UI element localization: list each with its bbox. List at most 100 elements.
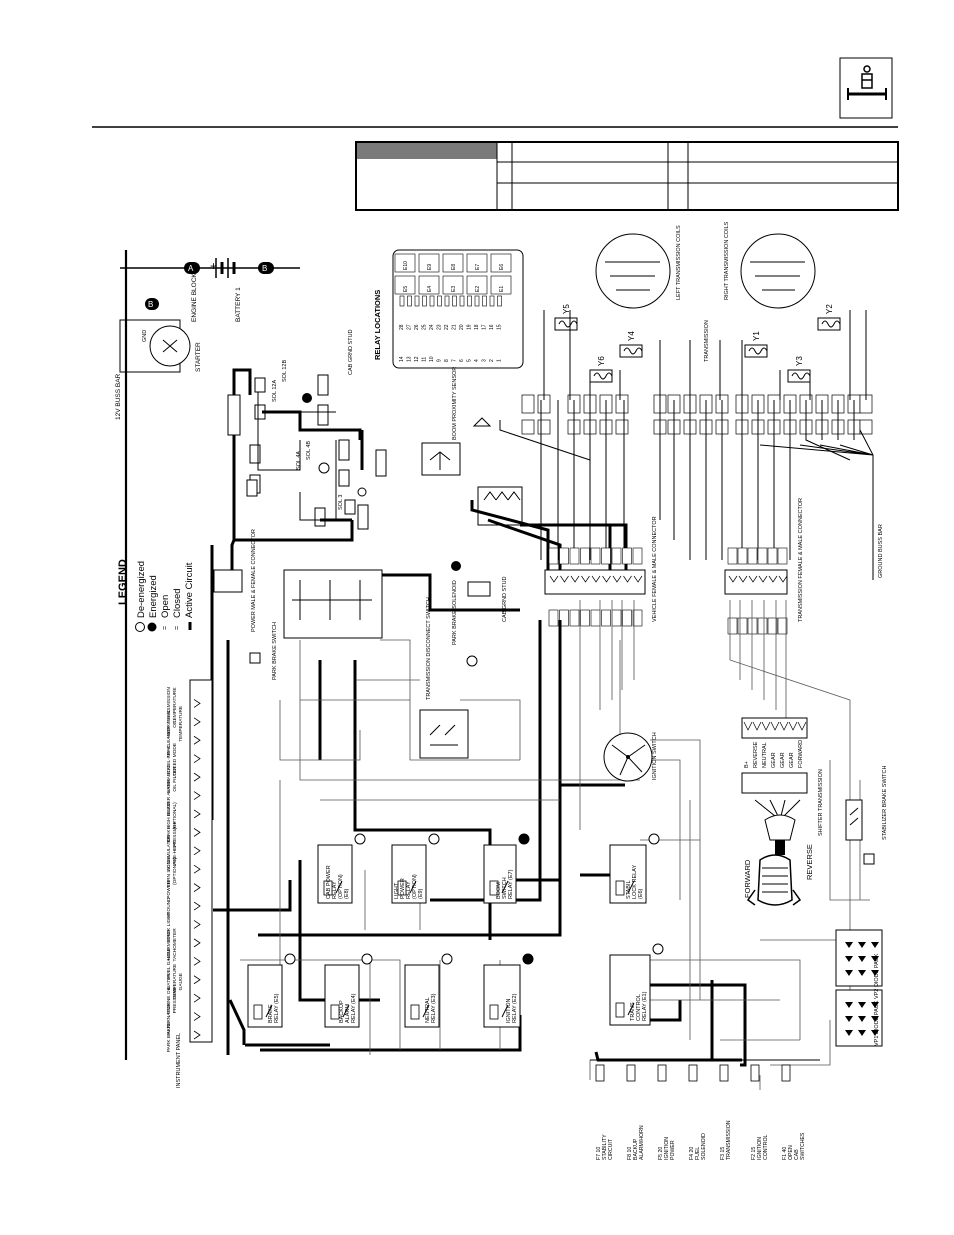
vehicle-wire-tag — [632, 609, 643, 627]
relay-label: CAB POWERRELAY(OPTION)(E8) — [326, 865, 350, 899]
coil-symbol — [744, 344, 768, 358]
svg-text:=: = — [162, 626, 169, 630]
vehicle-pin — [633, 575, 643, 583]
trans-wire-tag — [777, 547, 788, 565]
legend-item: Energized — [148, 575, 159, 618]
fuse-number: 1 — [497, 359, 503, 362]
sol-4a-label: SOL 4A — [296, 451, 302, 470]
trans-pin — [728, 575, 738, 583]
relay-boxes: CAB POWERRELAY(OPTION)(E8)LIGHTPOWERRELA… — [247, 833, 664, 1028]
fuse-number: 6 — [459, 359, 465, 362]
panel-pin — [193, 754, 201, 764]
diode-symbol — [858, 1016, 866, 1022]
vehicle-wire-tag — [632, 547, 643, 565]
fuse-number: 27 — [407, 324, 413, 330]
panel-item-label: HOURMETERTACHOMETER — [166, 928, 178, 962]
transmission-connector: TRANSMISSION FEMALE & MALE CONNECTOR — [724, 498, 804, 635]
engine-block-label: ENGINE BLOCK — [191, 273, 198, 322]
fuse-number: 15 — [497, 324, 503, 330]
diode-symbol — [858, 942, 866, 948]
gear-pin — [797, 721, 807, 731]
coil-symbol — [589, 369, 613, 383]
legend-item: Closed — [172, 588, 183, 618]
solenoid-cluster: SOL 12A SOL 12B SOL 4A SOL 4B SOL 3 CAB … — [227, 329, 387, 542]
gear-pin — [779, 721, 789, 731]
vehicle-pin — [612, 575, 622, 583]
fuse-number: 25 — [422, 324, 428, 330]
coil-wire-tag — [521, 419, 535, 435]
right-coils-label: RIGHT TRANSMISSION COILS — [724, 221, 730, 300]
diode-symbol — [871, 942, 879, 948]
panel-item-label: POWER — [166, 880, 172, 899]
relay-slot — [442, 275, 464, 295]
left-coils-label: LEFT TRANSMISSION COILS — [676, 225, 682, 300]
fuse — [688, 1064, 698, 1082]
vehicle-wire-tag — [590, 547, 601, 565]
relay-state-badge — [361, 953, 373, 965]
panel-item-label: ACCUMULATORPRE-HEAT — [166, 834, 178, 871]
diode-symbol — [845, 1002, 853, 1008]
fuse-number: 17 — [482, 324, 488, 330]
fuse — [657, 1064, 667, 1082]
gear-pin — [752, 721, 762, 731]
diode-symbol — [871, 970, 879, 976]
diode-symbol — [871, 1002, 879, 1008]
gear-pin — [788, 721, 798, 731]
relay-slot-label: E1 — [499, 286, 505, 292]
stabilizer-switch: STABILIZER BRAKE SWITCH — [845, 766, 888, 865]
panel-item-label: WATERTEMPERATUREGAUGE — [166, 964, 184, 1000]
relay-slot-label: E4 — [427, 286, 433, 292]
diode-symbol — [871, 1030, 879, 1036]
fuse-number: 19 — [467, 324, 473, 330]
panel-pin — [193, 883, 201, 892]
power-connector-label: POWER MALE & FEMALE CONNECTOR — [251, 529, 257, 632]
forward-label: FORWARD — [743, 859, 752, 898]
relay-slot — [490, 253, 512, 273]
panel-item-label: AIR CLEANER — [166, 726, 172, 759]
panel-pin — [193, 828, 201, 837]
panel-item-label: GROUND — [166, 897, 172, 919]
fuse-number: 22 — [444, 324, 450, 330]
relay-label: STABILLOCK RELAY(E6) — [626, 865, 644, 899]
boom-sensor-label: BOOM PROXIMITY SENSOR — [452, 367, 458, 440]
fuse-number: 8 — [444, 359, 450, 362]
relay-label: IGNITIONRELAY (E2) — [506, 993, 518, 1023]
header — [92, 57, 898, 128]
fuse-slot — [414, 295, 420, 307]
panel-pin — [193, 901, 201, 911]
panel-pin — [193, 846, 201, 856]
trans-wire-tag — [767, 547, 778, 565]
diode-symbol — [871, 956, 879, 962]
panel-pin — [193, 735, 201, 745]
vehicle-wire-tag — [580, 547, 590, 565]
panel-item-label: FUEL GAUGE — [166, 948, 172, 979]
panel-item-label: BUZZER ALARM — [166, 779, 172, 816]
coil-symbol — [787, 369, 811, 383]
relay-label: BOOMSWITCHRELAY (E7) — [496, 869, 514, 899]
diode-symbol — [845, 956, 853, 962]
gear-pin — [743, 721, 753, 731]
relay-state-badge — [428, 833, 440, 845]
starter-label: STARTER — [195, 342, 202, 372]
fuse-number: 16 — [489, 324, 495, 330]
relay-label: NEUTRALRELAY (E3) — [425, 993, 437, 1023]
fuse-number: 4 — [474, 359, 480, 362]
fuse-number: 2 — [489, 359, 495, 362]
fuse-slot — [407, 295, 412, 307]
fuse — [595, 1064, 605, 1082]
vehicle-pin — [549, 575, 559, 583]
relay-label: BACKUPALARMRELAY (E4) — [339, 993, 357, 1023]
vehicle-pin — [623, 575, 632, 583]
fuse-label: F1 40OPENCABSWITCHES — [782, 1132, 806, 1160]
fuse-label: F2 15IGNITIONCONTROL — [751, 1135, 769, 1160]
relay-slot — [442, 253, 464, 273]
fuse-number: 3 — [482, 359, 488, 362]
terminal-a-badge: A — [184, 262, 200, 274]
vehicle-wire-tag — [601, 609, 611, 627]
shifter-label: SHIFTER TRANSMISSION — [818, 769, 824, 836]
fuse-slot — [467, 295, 472, 307]
panel-item-label: STABIL-TRAKLOCKED MODE — [166, 743, 178, 778]
fuse-number: 24 — [429, 324, 435, 330]
